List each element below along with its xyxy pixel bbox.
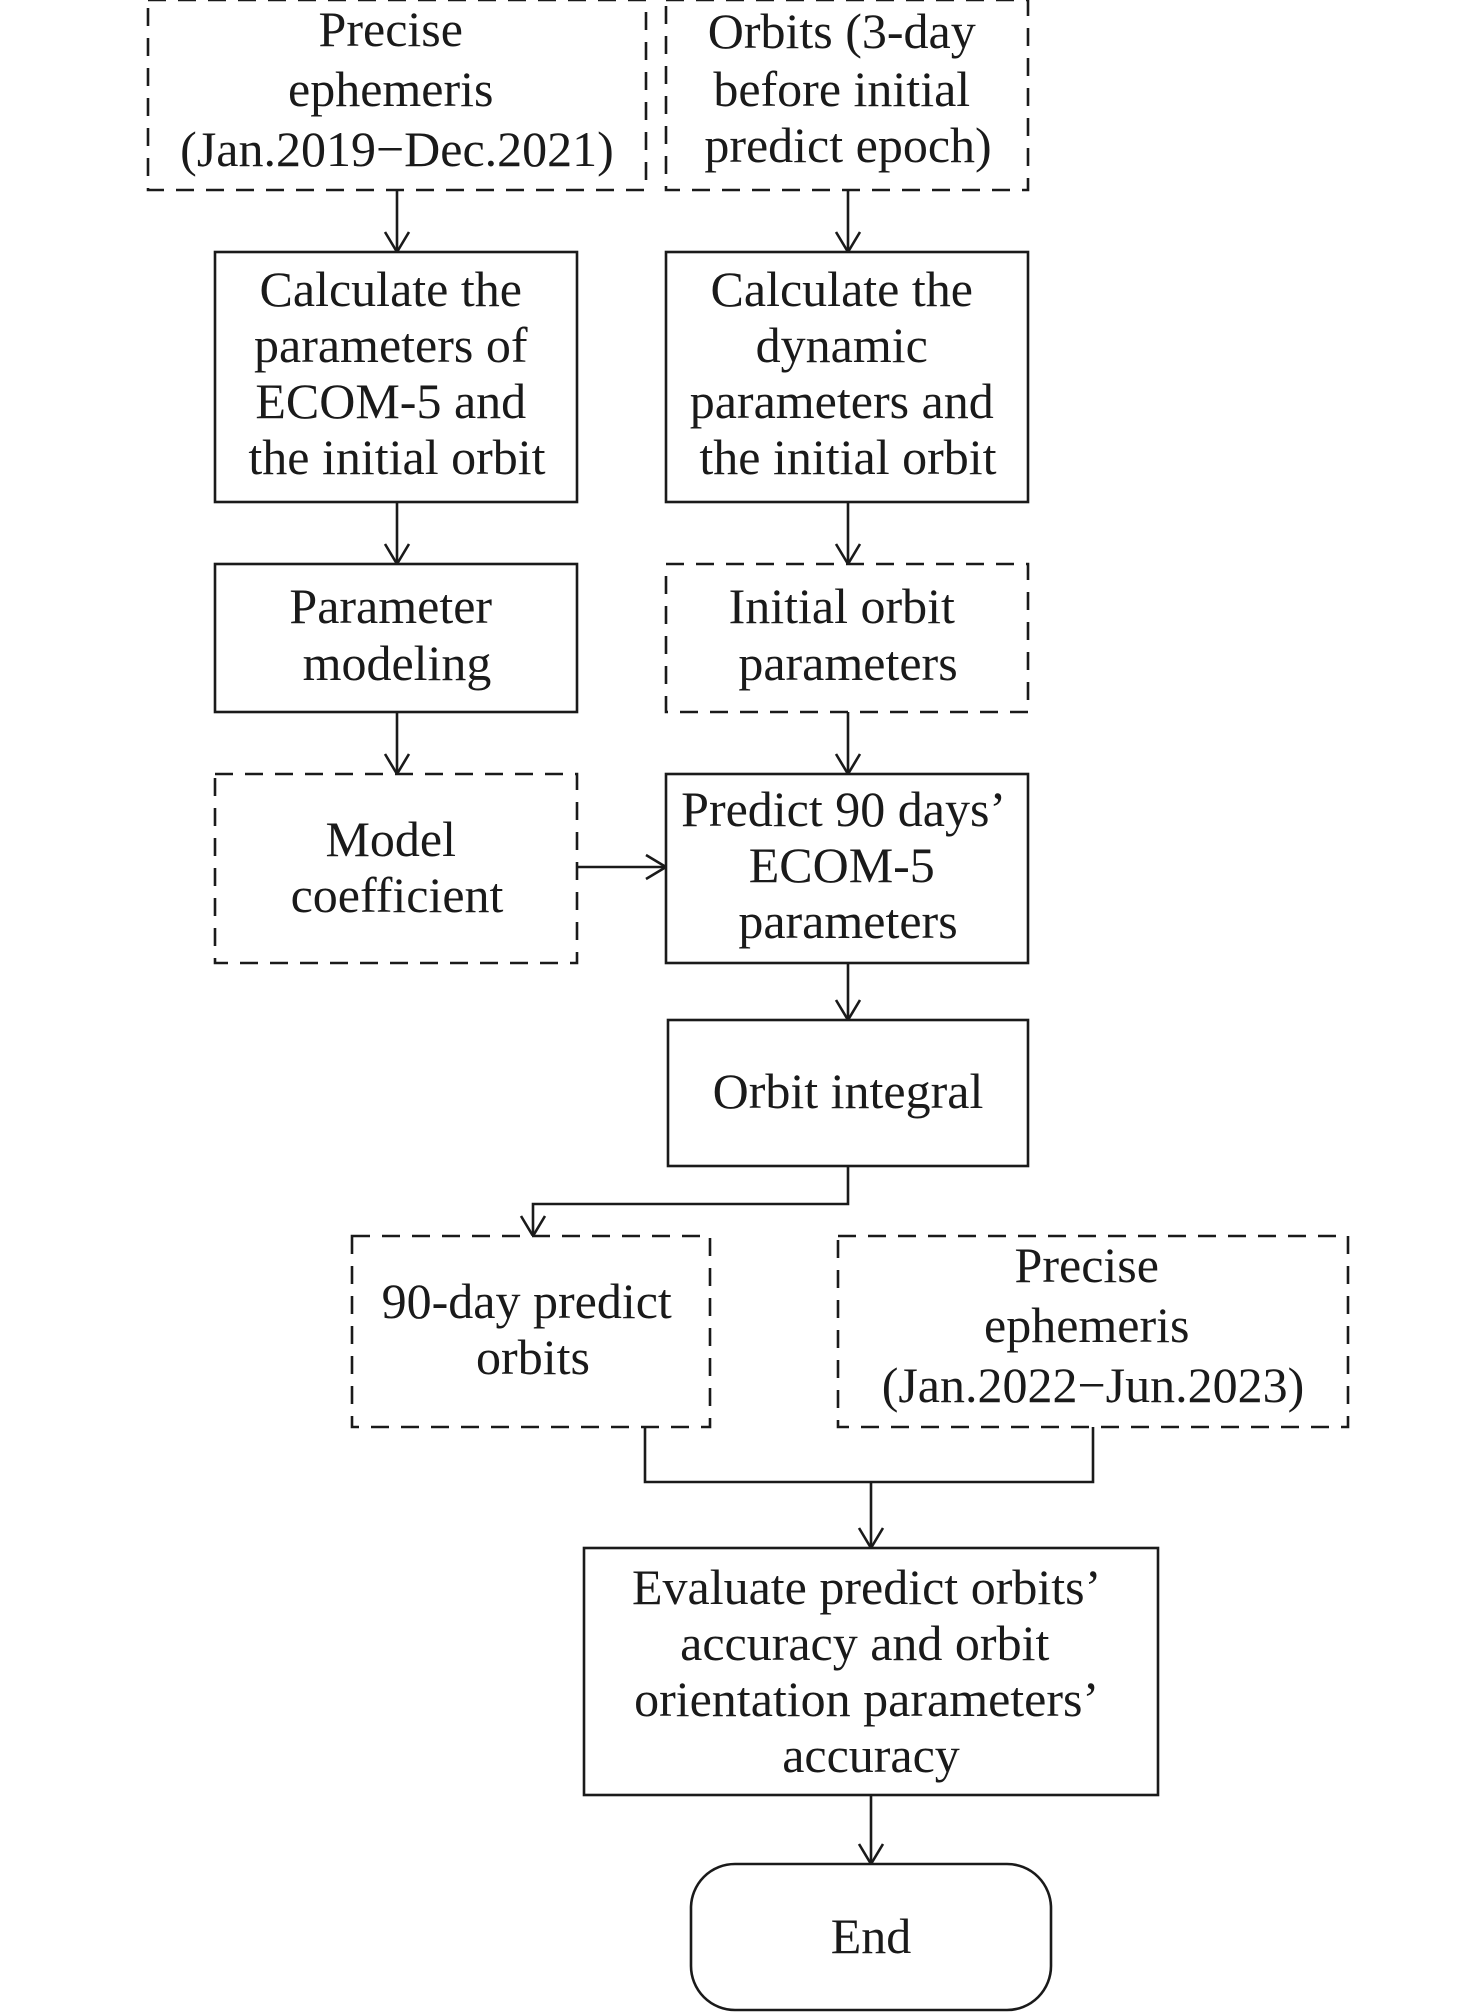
node-predict-90days: Predict 90 days’ ECOM-5 parameters [664, 772, 1030, 965]
node-calc-dynamic-line-4: the initial orbit [699, 429, 996, 485]
node-calc-dynamic: Calculate the dynamic parameters and the… [664, 250, 1030, 504]
svg-text:Parameter modeling: Parameter modeling [289, 578, 504, 691]
node-predict-90days-line-1: Predict 90 days’ [681, 781, 1002, 837]
node-predict-90days-line-3: parameters [738, 893, 957, 949]
node-orbit-integral: Orbit integral [666, 1018, 1030, 1168]
node-precise-ephemeris-2-line-1: Precise [1015, 1237, 1159, 1293]
svg-text:Precise ephemeris: Precise ephemeris (Jan.2022−Jun.2023) [882, 1237, 1305, 1413]
node-parameter-modeling-line-1: Parameter [289, 578, 492, 634]
node-calc-dynamic-line-1: Calculate the [711, 261, 973, 317]
edges [395, 190, 1095, 1864]
node-evaluate-line-3: orientation parameters’ [634, 1671, 1095, 1727]
node-model-coefficient-line-1: Model [325, 811, 456, 867]
node-precise-ephemeris-1-line-1: Precise [319, 1, 463, 57]
svg-text:Orbits (3-day before ini: Orbits (3-day before initial predict epo… [704, 3, 991, 173]
node-initial-orbit-params: Initial orbit parameters [664, 562, 1030, 714]
node-orbits-3day-line-2: before initial [713, 61, 970, 117]
svg-text:Predict 90 days’ ECOM-5: Predict 90 days’ ECOM-5 parameters [681, 781, 1015, 949]
svg-text:End: End [831, 1908, 912, 1964]
node-predict-orbits-90day-line-1: 90-day predict [382, 1273, 672, 1329]
node-end: End [689, 1862, 1053, 2012]
svg-text:Model coefficient: Model coefficient [291, 811, 504, 923]
node-precise-ephemeris-1-line-3: (Jan.2019−Dec.2021) [180, 121, 614, 177]
node-end-line-1: End [831, 1908, 912, 1964]
node-orbits-3day: Orbits (3-day before initial predict epo… [664, 0, 1030, 192]
svg-text:90-day predict orbits: 90-day predict orbits [382, 1273, 685, 1385]
node-calc-ecom5-line-3: ECOM-5 and [255, 373, 526, 429]
edge-orbit-integral-to-predict-orbits [531, 1166, 850, 1236]
svg-text:Initial orbit parameters: Initial orbit parameters [729, 578, 968, 691]
node-precise-ephemeris-1: Precise ephemeris (Jan.2019−Dec.2021) [146, 0, 648, 192]
node-initial-orbit-params-line-1: Initial orbit [729, 578, 955, 634]
node-predict-orbits-90day: 90-day predict orbits [350, 1234, 712, 1429]
node-predict-90days-line-2: ECOM-5 [749, 837, 935, 893]
node-calc-dynamic-line-2: dynamic [756, 317, 928, 373]
node-orbits-3day-line-1: Orbits (3-day [708, 3, 976, 59]
edge-merge-to-evaluate [643, 1427, 1095, 1548]
node-calc-ecom5-line-1: Calculate the [260, 261, 522, 317]
node-model-coefficient: Model coefficient [213, 772, 579, 965]
svg-text:Evaluate predict orbits’: Evaluate predict orbits’ accuracy and or… [632, 1559, 1110, 1783]
node-calc-ecom5-line-4: the initial orbit [248, 429, 545, 485]
svg-text:Calculate the dynamic: Calculate the dynamic parameters and the… [690, 261, 1007, 485]
svg-text:Precise ephemeris: Precise ephemeris (Jan.2019−Dec.2021) [180, 1, 614, 177]
node-precise-ephemeris-2-line-3: (Jan.2022−Jun.2023) [882, 1357, 1305, 1413]
node-calc-dynamic-line-3: parameters and [690, 373, 994, 429]
node-calc-ecom5-line-2: parameters of [254, 317, 528, 373]
node-parameter-modeling-line-2: modeling [303, 635, 492, 691]
node-initial-orbit-params-line-2: parameters [738, 635, 957, 691]
svg-text:Calculate the parameters: Calculate the parameters of ECOM-5 and t… [248, 261, 545, 485]
node-calc-ecom5: Calculate the parameters of ECOM-5 and t… [213, 250, 579, 504]
node-precise-ephemeris-2: Precise ephemeris (Jan.2022−Jun.2023) [836, 1234, 1350, 1429]
node-model-coefficient-line-2: coefficient [291, 867, 504, 923]
node-precise-ephemeris-1-line-2: ephemeris [288, 61, 493, 117]
node-evaluate-line-1: Evaluate predict orbits’ [632, 1559, 1098, 1615]
node-evaluate: Evaluate predict orbits’ accuracy and or… [582, 1546, 1160, 1797]
node-precise-ephemeris-2-line-2: ephemeris [984, 1297, 1189, 1353]
svg-text:Orbit integral: Orbit integral [713, 1063, 984, 1119]
node-evaluate-line-2: accuracy and orbit [680, 1615, 1049, 1671]
node-parameter-modeling: Parameter modeling [213, 562, 579, 714]
node-predict-orbits-90day-line-2: orbits [476, 1329, 590, 1385]
node-orbit-integral-line-1: Orbit integral [713, 1063, 984, 1119]
node-evaluate-line-4: accuracy [782, 1727, 960, 1783]
node-orbits-3day-line-3: predict epoch) [704, 117, 991, 173]
